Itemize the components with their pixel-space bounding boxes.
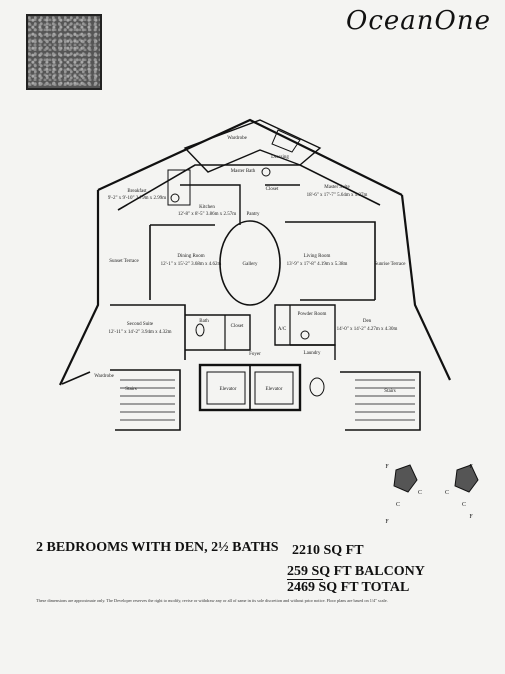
key-plan <box>393 464 479 493</box>
room-label-closet-top: Closet <box>266 187 279 192</box>
room-label-foyer: Foyer <box>249 352 261 357</box>
compass-f2: F <box>385 519 389 525</box>
room-dims-second-suite: 12'-11" x 14'-2" 3.94m x 4.32m <box>108 330 171 335</box>
area-total: 2469 SQ FT TOTAL <box>287 580 410 595</box>
compass-f4: F <box>469 514 473 520</box>
room-label-ac: A/C <box>278 327 287 332</box>
room-dims-breakfast: 9'-2" x 9'-10" 2.79m x 2.99m <box>108 196 166 201</box>
room-label-den: Den <box>363 319 372 324</box>
outer-left-wall <box>59 190 100 386</box>
room-label-master-suite: Master Suite <box>324 185 350 190</box>
room-label-sunset-terrace: Sunset Terrace <box>109 259 139 264</box>
outer-right-wall <box>400 194 451 381</box>
room-label-kitchen: Kitchen <box>199 205 215 210</box>
room-label-elevator-2: Elevator <box>266 387 283 392</box>
room-label-breakfast: Breakfast <box>127 189 147 194</box>
room-label-dressing: Dressing <box>271 155 289 160</box>
outer-roof-wall <box>97 118 403 196</box>
compass-c3: C <box>445 490 449 496</box>
room-label-gallery: Gallery <box>243 262 258 267</box>
room-label-second-suite: Second Suite <box>127 322 154 327</box>
brand-logo: OceanOne <box>346 6 491 36</box>
disclaimer-text: These dimensions are approximate only. T… <box>36 598 388 603</box>
room-label-dining-room: Dining Room <box>177 254 204 259</box>
area-balcony: 259 SQ FT BALCONY <box>287 564 425 579</box>
room-label-bath: Bath <box>199 319 209 324</box>
compass-f1: F <box>385 464 389 470</box>
room-dims-den: 14'-0" x 14'-2" 4.27m x 4.30m <box>337 327 398 332</box>
room-label-powder-room: Powder Room <box>298 312 327 317</box>
room-label-laundry: Laundry <box>304 351 321 356</box>
compass-c4: C <box>462 502 466 508</box>
room-label-living-room: Living Room <box>304 254 331 259</box>
room-label-elevator-1: Elevator <box>220 387 237 392</box>
sum-underline <box>287 579 323 580</box>
compass-f3: F <box>469 464 473 470</box>
compass-c1: C <box>418 490 422 496</box>
room-label-wardrobe-top: Wardrobe <box>227 136 247 141</box>
room-label-wardrobe-left: Wardrobe <box>94 374 114 379</box>
room-label-closet-mid: Closet <box>231 324 244 329</box>
room-label-stairs-left: Stairs <box>125 387 136 392</box>
area-interior: 2210 SQ FT <box>292 543 364 558</box>
room-dims-living-room: 13'-9" x 17'-8" 4.19m x 5.38m <box>287 262 348 267</box>
room-label-sunrise-terrace: Sunrise Terrace <box>374 262 406 267</box>
room-label-master-bath: Master Bath <box>231 169 256 174</box>
unit-headline: 2 BEDROOMS WITH DEN, 2½ BATHS <box>36 540 279 555</box>
room-label-pantry: Pantry <box>246 212 260 217</box>
material-swatch <box>26 14 102 90</box>
room-label-stairs-right: Stairs <box>384 389 395 394</box>
compass-c2: C <box>396 502 400 508</box>
room-dims-dining-room: 12'-1" x 15'-2" 3.68m x 4.62m <box>161 262 222 267</box>
room-dims-master-suite: 18'-6" x 17'-7" 5.64m x 5.37m <box>307 193 368 198</box>
room-dims-kitchen: 12'-8" x 8'-5" 3.86m x 2.57m <box>178 212 236 217</box>
